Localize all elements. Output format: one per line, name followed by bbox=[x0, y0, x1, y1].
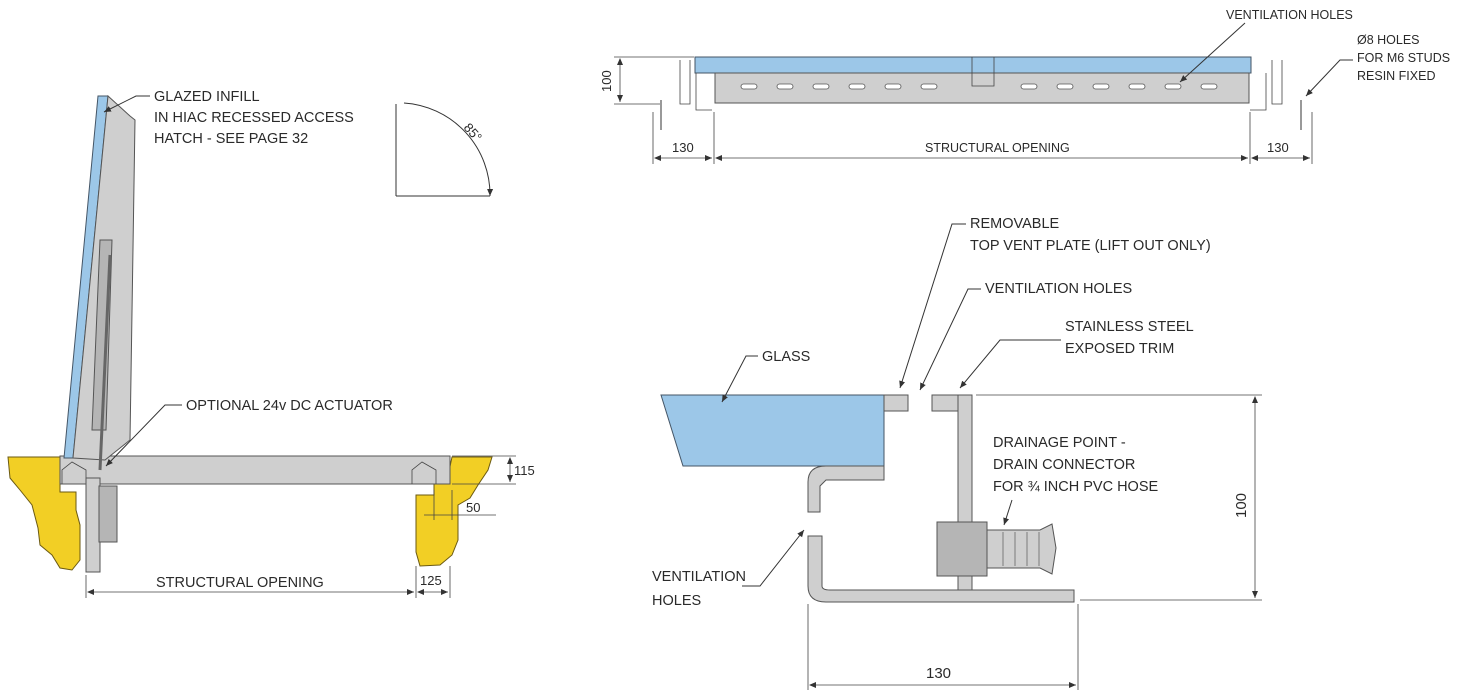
inner-hook bbox=[807, 465, 885, 513]
detail-ventilation-leader bbox=[919, 288, 981, 391]
glazed-infill-label-1: GLAZED INFILL bbox=[154, 89, 260, 105]
top-studs-label-2: FOR M6 STUDS bbox=[1357, 51, 1450, 65]
drainage-label-2: DRAIN CONNECTOR bbox=[993, 457, 1135, 473]
dim-50: 50 bbox=[466, 500, 480, 515]
removable-plate-label-1: REMOVABLE bbox=[970, 216, 1060, 232]
glass-leader bbox=[721, 355, 758, 403]
vent-hole bbox=[848, 83, 866, 90]
vent-hole bbox=[1200, 83, 1218, 90]
vent-hole bbox=[740, 83, 758, 90]
vent-hole bbox=[776, 83, 794, 90]
stainless-trim-label-2: EXPOSED TRIM bbox=[1065, 341, 1174, 357]
vent-hole bbox=[1056, 83, 1074, 90]
top-dim-130-left: 130 bbox=[672, 140, 694, 155]
top-frame-left bbox=[679, 60, 712, 111]
vent-hole bbox=[1092, 83, 1110, 90]
vent-hole bbox=[1020, 83, 1038, 90]
top-studs-label-3: RESIN FIXED bbox=[1357, 69, 1436, 83]
top-ventilation-holes-label: VENTILATION HOLES bbox=[1226, 8, 1353, 22]
top-ventilation-leader bbox=[1179, 22, 1246, 83]
top-studs-label-1: Ø8 HOLES bbox=[1357, 33, 1420, 47]
actuator-label: OPTIONAL 24v DC ACTUATOR bbox=[186, 398, 393, 414]
drainage-leader bbox=[1003, 499, 1013, 526]
glazed-infill-label-3: HATCH - SEE PAGE 32 bbox=[154, 131, 308, 147]
detail-section: 100 130 REMOVABLE TOP VENT PLATE (LIFT O… bbox=[652, 216, 1262, 690]
top-dim-130-right: 130 bbox=[1267, 140, 1289, 155]
actuator-body bbox=[98, 485, 118, 543]
glazed-infill-label-2: IN HIAC RECESSED ACCESS bbox=[154, 110, 354, 126]
dim-125: 125 bbox=[420, 573, 442, 588]
left-side-plate bbox=[85, 477, 101, 573]
top-center-drain bbox=[971, 57, 995, 87]
vent-plate-piece bbox=[883, 394, 909, 412]
drainage-label-1: DRAINAGE POINT - bbox=[993, 435, 1126, 451]
angle-arc bbox=[403, 102, 494, 197]
lower-ventilation-label-2: HOLES bbox=[652, 593, 701, 609]
substrate-left bbox=[7, 456, 81, 571]
removable-plate-label-2: TOP VENT PLATE (LIFT OUT ONLY) bbox=[970, 238, 1211, 254]
lower-ventilation-label-1: VENTILATION bbox=[652, 569, 746, 585]
detail-dim-100: 100 bbox=[1233, 493, 1250, 518]
vent-hole bbox=[812, 83, 830, 90]
top-studs-leader bbox=[1305, 59, 1353, 97]
actuator-rod bbox=[98, 254, 112, 471]
drain-body bbox=[936, 521, 988, 577]
top-ventilation-holes-row bbox=[740, 83, 1218, 90]
top-section: 100 130 STRUCTURAL OPENING 130 VENTILATI… bbox=[599, 8, 1450, 164]
stainless-trim-label-1: STAINLESS STEEL bbox=[1065, 319, 1194, 335]
detail-dim-130: 130 bbox=[926, 665, 951, 682]
angle-value: 85° bbox=[461, 120, 485, 145]
top-vent-plate bbox=[714, 72, 1250, 104]
top-dim-100: 100 bbox=[599, 70, 614, 92]
stainless-trim-leader bbox=[959, 339, 1061, 389]
drainage-label-3: FOR ¾ INCH PVC HOSE bbox=[993, 479, 1158, 495]
top-structural-opening: STRUCTURAL OPENING bbox=[925, 141, 1070, 155]
detail-ventilation-holes-label: VENTILATION HOLES bbox=[985, 281, 1132, 297]
hatch-frame bbox=[59, 455, 451, 485]
hose-ribs bbox=[1002, 532, 1040, 566]
removable-plate-leader bbox=[899, 223, 966, 389]
vent-hole bbox=[920, 83, 938, 90]
outer-channel bbox=[807, 535, 1075, 603]
hose-connector bbox=[986, 523, 1057, 575]
lower-ventilation-leader bbox=[742, 529, 805, 587]
frame-right-channel bbox=[411, 461, 437, 484]
glass-label: GLASS bbox=[762, 349, 810, 365]
dim-115: 115 bbox=[514, 463, 535, 478]
left-structural-opening: STRUCTURAL OPENING bbox=[156, 575, 324, 591]
glazed-infill-leader bbox=[103, 95, 150, 113]
actuator-leader bbox=[105, 404, 182, 467]
vent-hole bbox=[1128, 83, 1146, 90]
vent-hole bbox=[884, 83, 902, 90]
frame-left-channel bbox=[61, 461, 87, 484]
left-hatch-section: 85° GLAZED INFILL IN HIAC RECESSED ACCES… bbox=[7, 89, 535, 598]
vent-hole bbox=[1164, 83, 1182, 90]
top-glass bbox=[694, 56, 1252, 74]
top-frame-right bbox=[1250, 60, 1283, 111]
detail-glass bbox=[660, 394, 885, 467]
